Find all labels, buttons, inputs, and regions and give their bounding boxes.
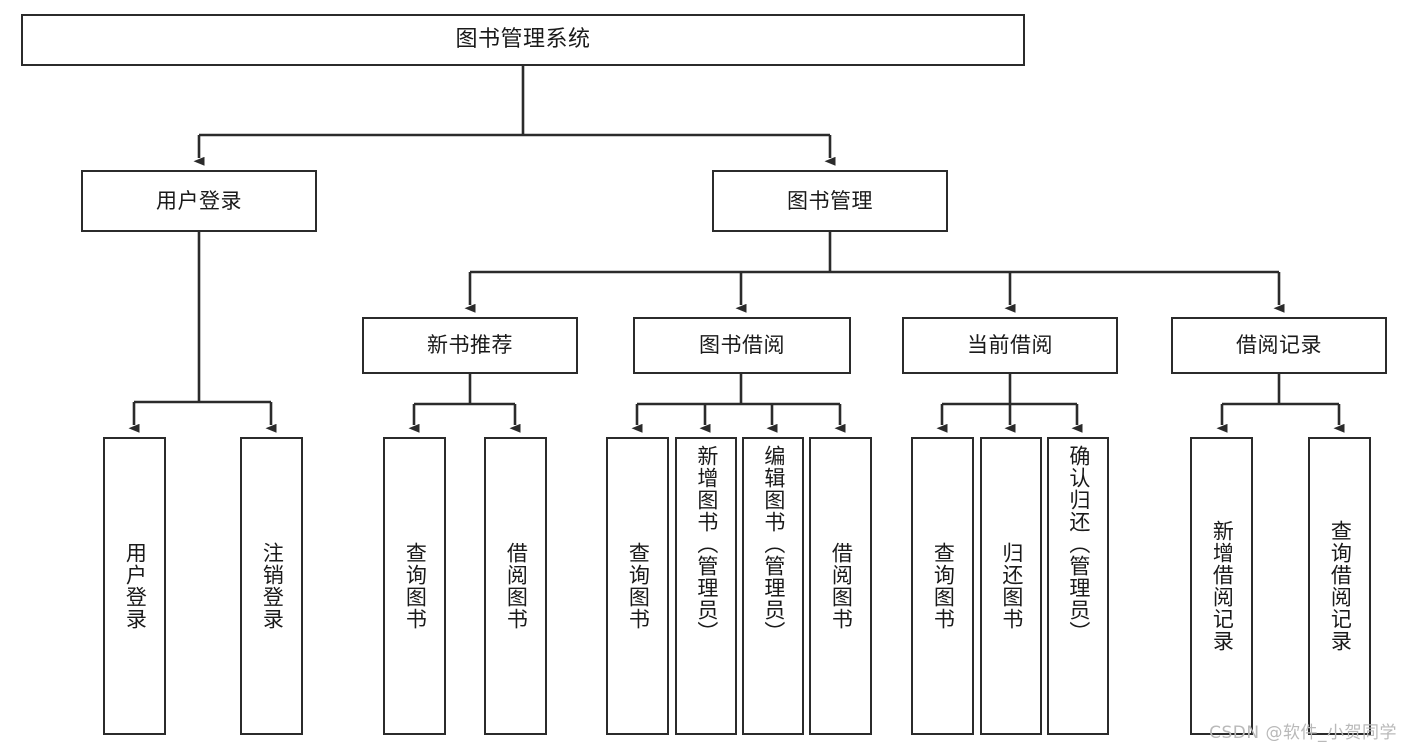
leaf-book-borrow-add[interactable]: 新增图书（管理员）	[675, 437, 737, 735]
leaf-label: 查询图书	[403, 542, 428, 630]
node-book-borrow[interactable]: 图书借阅	[633, 317, 851, 374]
leaf-label: 用户登录	[123, 542, 148, 630]
leaf-label: 编辑图书（管理员）	[761, 445, 786, 643]
leaf-label: 新增图书（管理员）	[694, 445, 719, 643]
leaf-label: 查询借阅记录	[1328, 520, 1353, 652]
leaf-label: 确认归还（管理员）	[1066, 445, 1091, 643]
leaf-current-borrow-confirm[interactable]: 确认归还（管理员）	[1047, 437, 1109, 735]
node-borrow-record[interactable]: 借阅记录	[1171, 317, 1387, 374]
node-user-login-label: 用户登录	[156, 188, 242, 213]
node-new-book-recommend-label: 新书推荐	[427, 333, 513, 358]
leaf-label: 查询图书	[931, 542, 956, 630]
leaf-label: 新增借阅记录	[1210, 520, 1235, 652]
node-current-borrow[interactable]: 当前借阅	[902, 317, 1118, 374]
leaf-user-login-login[interactable]: 用户登录	[103, 437, 166, 735]
leaf-label: 借阅图书	[829, 542, 854, 630]
leaf-current-borrow-return[interactable]: 归还图书	[980, 437, 1042, 735]
leaf-current-borrow-query[interactable]: 查询图书	[911, 437, 974, 735]
leaf-borrow-record-query[interactable]: 查询借阅记录	[1308, 437, 1371, 735]
leaf-book-borrow-query[interactable]: 查询图书	[606, 437, 669, 735]
node-book-management-label: 图书管理	[787, 188, 873, 213]
leaf-label: 借阅图书	[504, 542, 529, 630]
node-root[interactable]: 图书管理系统	[21, 14, 1025, 66]
node-user-login[interactable]: 用户登录	[81, 170, 317, 232]
leaf-label: 归还图书	[999, 542, 1024, 630]
node-book-borrow-label: 图书借阅	[699, 333, 785, 358]
leaf-label: 注销登录	[260, 542, 285, 630]
node-root-label: 图书管理系统	[455, 27, 591, 53]
leaf-book-borrow-edit[interactable]: 编辑图书（管理员）	[742, 437, 804, 735]
leaf-new-book-query[interactable]: 查询图书	[383, 437, 446, 735]
leaf-borrow-record-add[interactable]: 新增借阅记录	[1190, 437, 1253, 735]
leaf-book-borrow-borrow[interactable]: 借阅图书	[809, 437, 872, 735]
node-new-book-recommend[interactable]: 新书推荐	[362, 317, 578, 374]
leaf-user-login-logout[interactable]: 注销登录	[240, 437, 303, 735]
leaf-new-book-borrow[interactable]: 借阅图书	[484, 437, 547, 735]
watermark: CSDN @软件_小贺同学	[1209, 723, 1397, 743]
node-current-borrow-label: 当前借阅	[967, 333, 1053, 358]
leaf-label: 查询图书	[626, 542, 651, 630]
node-book-management[interactable]: 图书管理	[712, 170, 948, 232]
node-borrow-record-label: 借阅记录	[1236, 333, 1322, 358]
